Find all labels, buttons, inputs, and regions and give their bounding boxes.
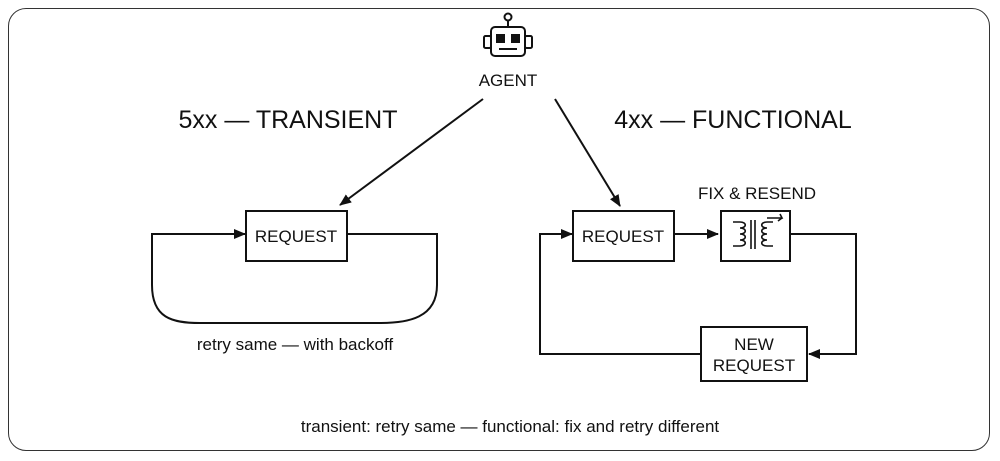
new-request-to-request-arrow [539, 229, 701, 355]
robot-icon [483, 12, 533, 57]
transient-loop-caption: retry same — with backoff [196, 335, 394, 354]
transient-retry-loop [151, 229, 438, 324]
transient-heading: 5xx — TRANSIENT [178, 106, 398, 134]
transient-request-box [245, 210, 348, 262]
agent-label: AGENT [478, 71, 538, 90]
fix-resend-label: FIX & RESEND [697, 184, 817, 203]
fix-to-new-request-arrow [790, 233, 857, 359]
functional-request-box [572, 210, 675, 262]
footer-caption: transient: retry same — functional: fix … [300, 417, 720, 436]
transformer-icon [733, 213, 784, 249]
transient-request-label: REQUEST [254, 227, 338, 246]
functional-heading: 4xx — FUNCTIONAL [614, 106, 852, 134]
diagram-frame [8, 8, 990, 451]
new-request-label-line2: REQUEST [712, 356, 796, 375]
functional-request-label: REQUEST [581, 227, 665, 246]
agent-to-functional-arrow [554, 98, 621, 207]
new-request-label-line1: NEW [734, 335, 774, 354]
agent-to-transient-arrow [339, 98, 484, 206]
new-request-box [700, 326, 808, 382]
